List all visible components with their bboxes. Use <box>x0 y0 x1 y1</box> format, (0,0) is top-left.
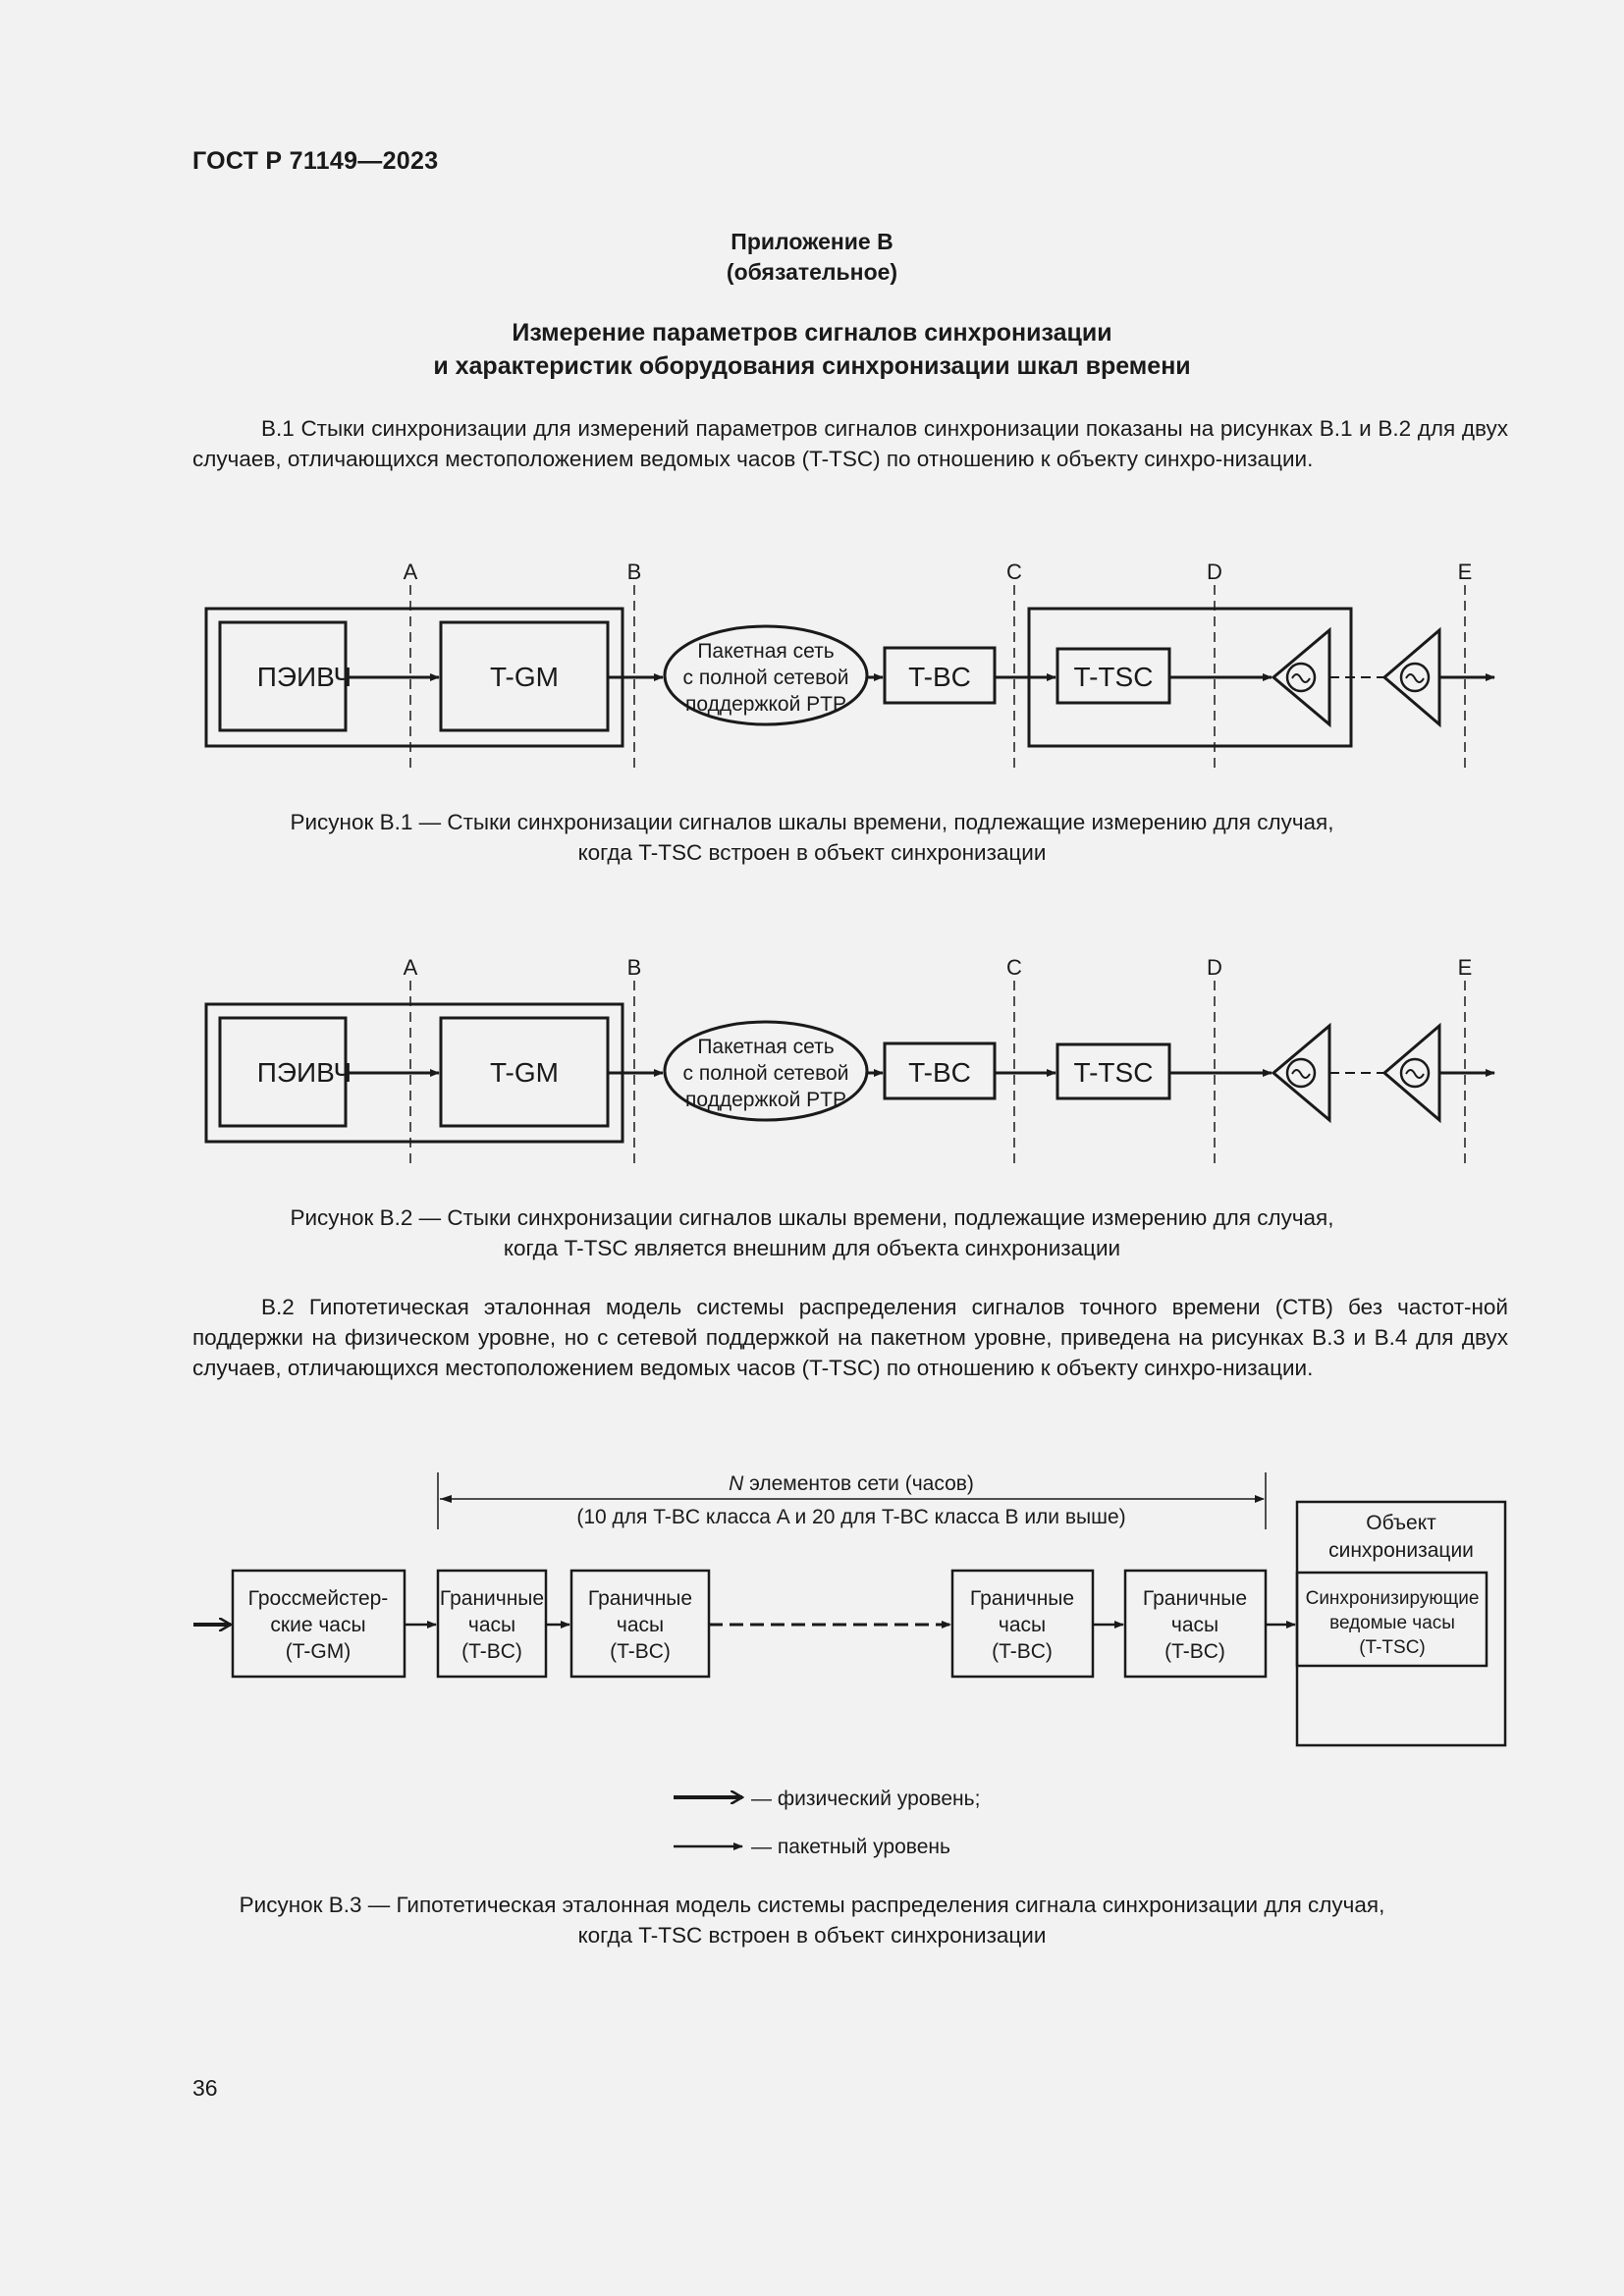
point-a-label: A <box>404 955 418 980</box>
peivch-label: ПЭИВЧ <box>257 662 352 692</box>
tbc-label: (T-BC) <box>1164 1640 1225 1663</box>
appendix-heading: Приложение В (обязательное) <box>0 227 1624 288</box>
point-b-label: B <box>627 955 642 980</box>
tgm-label-3: (T-GM) <box>286 1640 351 1663</box>
network-ellipse <box>663 624 869 726</box>
tbc-label: часы <box>617 1614 664 1636</box>
point-a-label: A <box>404 560 418 584</box>
tgm-label-2: ские часы <box>270 1614 365 1636</box>
section-title: Измерение параметров сигналов синхрониза… <box>0 316 1624 383</box>
point-e-label: E <box>1458 955 1473 980</box>
point-d-label: D <box>1207 955 1222 980</box>
point-c-label: C <box>1006 560 1022 584</box>
page-number: 36 <box>192 2075 218 2101</box>
point-b-label: B <box>627 560 642 584</box>
tbc-label: (T-BC) <box>992 1640 1053 1663</box>
ttsc-label-2: ведомые часы <box>1329 1613 1455 1633</box>
tbc-label: Граничные <box>440 1587 544 1610</box>
figure-b2: A B C D E ПЭИВЧ T-GM Пакетная сеть с пол… <box>204 955 1495 1164</box>
network-label-2: с полной сетевой <box>683 1062 849 1085</box>
ttsc-label: T-TSC <box>1074 1057 1154 1088</box>
figure-b3-caption: Рисунок В.3 — Гипотетическая эталонная м… <box>239 1893 1385 1948</box>
tbc-label: (T-BC) <box>461 1640 522 1663</box>
network-label-1: Пакетная сеть <box>697 640 834 663</box>
tbc-label: часы <box>468 1614 515 1636</box>
tbc-label: (T-BC) <box>610 1640 671 1663</box>
paragraph-b2: В.2 Гипотетическая эталонная модель сист… <box>192 1295 1508 1380</box>
tbc-label: часы <box>999 1614 1046 1636</box>
network-label-2: с полной сетевой <box>683 667 849 689</box>
object-label-2: синхронизации <box>1328 1539 1474 1562</box>
object-label-1: Объект <box>1366 1512 1436 1534</box>
tbc-label: Граничные <box>588 1587 692 1610</box>
tgm-label: T-GM <box>490 1057 559 1088</box>
network-label-3: поддержкой PTP <box>685 693 846 716</box>
amplifier-icon <box>1381 626 1441 728</box>
appendix-status: (обязательное) <box>726 259 898 285</box>
point-c-label: C <box>1006 955 1022 980</box>
figure-b3: N элементов сети (часов) (10 для T-BC кл… <box>193 1472 1507 1858</box>
tbc-label: часы <box>1171 1614 1218 1636</box>
range-note: (10 для T-BC класса A и 20 для T-BC клас… <box>576 1506 1125 1528</box>
ttsc-box <box>1295 1571 1489 1668</box>
n-elements-label: N элементов сети (часов) <box>729 1472 974 1495</box>
point-e-label: E <box>1458 560 1473 584</box>
network-label-3: поддержкой PTP <box>685 1089 846 1111</box>
ttsc-label: T-TSC <box>1074 662 1154 692</box>
figure-b2-caption: Рисунок В.2 — Стыки синхронизации сигнал… <box>290 1205 1334 1260</box>
figure-b1: A B C D E ПЭИВЧ T-GM Пакетная сеть с пол… <box>204 560 1495 768</box>
legend-physical-label: — физический уровень; <box>751 1788 980 1810</box>
document-header: ГОСТ Р 71149—2023 <box>192 147 439 175</box>
section-title-line1: Измерение параметров сигналов синхрониза… <box>512 319 1112 347</box>
paragraph-b1: В.1 Стыки синхронизации для измерений па… <box>192 416 1508 471</box>
ttsc-label-1: Синхронизирующие <box>1306 1588 1480 1609</box>
ttsc-label-3: (T-TSC) <box>1359 1637 1426 1658</box>
tbc-label: T-BC <box>908 662 971 692</box>
tbc-label: Граничные <box>970 1587 1074 1610</box>
appendix-title: Приложение В <box>731 229 893 254</box>
tbc-label: Граничные <box>1143 1587 1247 1610</box>
network-ellipse <box>663 1020 869 1122</box>
legend-packet-label: — пакетный уровень <box>751 1836 950 1858</box>
point-d-label: D <box>1207 560 1222 584</box>
section-title-line2: и характеристик оборудования синхронизац… <box>433 352 1191 380</box>
network-label-1: Пакетная сеть <box>697 1036 834 1058</box>
peivch-label: ПЭИВЧ <box>257 1057 352 1088</box>
tbc-label: T-BC <box>908 1057 971 1088</box>
figure-b1-caption: Рисунок В.1 — Стыки синхронизации сигнал… <box>290 810 1334 865</box>
tgm-label-1: Гроссмейстер- <box>248 1587 389 1610</box>
amplifier-icon <box>1381 1022 1441 1124</box>
tgm-label: T-GM <box>490 662 559 692</box>
tbc-box <box>883 1041 997 1100</box>
tbc-box <box>883 646 997 705</box>
